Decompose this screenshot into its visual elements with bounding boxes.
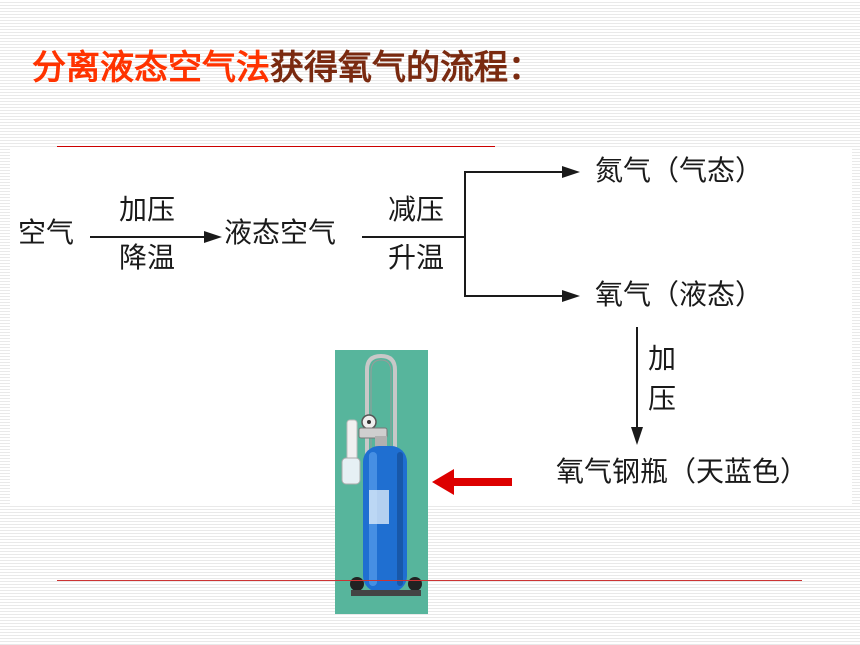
label-pressurize-2a: 加 [648, 342, 677, 375]
arrow-line-down [636, 327, 638, 429]
line-2 [362, 236, 466, 238]
label-air: 空气 [18, 216, 75, 249]
label-oxygen-cylinder: 氧气钢瓶（天蓝色） [556, 455, 809, 488]
branch-line [464, 171, 466, 297]
arrow-line-nitrogen [464, 171, 564, 173]
label-pressurize-1: 加压 [119, 193, 176, 226]
title-process: 获得氧气的流程： [270, 48, 542, 88]
cylinder-illustration [341, 353, 422, 596]
oxygen-cylinder-photo [335, 350, 428, 614]
label-cool: 降温 [119, 241, 176, 274]
label-liquid-air: 液态空气 [224, 216, 337, 249]
flow-diagram-panel: 空气 加压 降温 液态空气 减压 升温 氮气（气态） 氧气（液态） 加 压 氧气… [10, 147, 852, 504]
label-pressurize-2b: 压 [648, 382, 677, 415]
arrow-line-oxygen [464, 295, 564, 297]
label-nitrogen: 氮气（气态） [595, 154, 764, 187]
red-arrow-icon [432, 469, 512, 495]
arrow-head-nitrogen [562, 166, 580, 178]
arrow-head-down [631, 427, 643, 445]
arrow-head-oxygen [562, 290, 580, 302]
label-liquid-oxygen: 氧气（液态） [595, 278, 764, 311]
arrow-head-1 [204, 231, 222, 243]
title-method: 分离液态空气法 [32, 48, 270, 88]
label-depressurize: 减压 [388, 193, 445, 226]
slide-title: 分离液态空气法获得氧气的流程： [32, 40, 542, 89]
bottom-divider-line [57, 580, 802, 581]
arrow-line-1 [90, 236, 210, 238]
label-warm: 升温 [388, 241, 445, 274]
